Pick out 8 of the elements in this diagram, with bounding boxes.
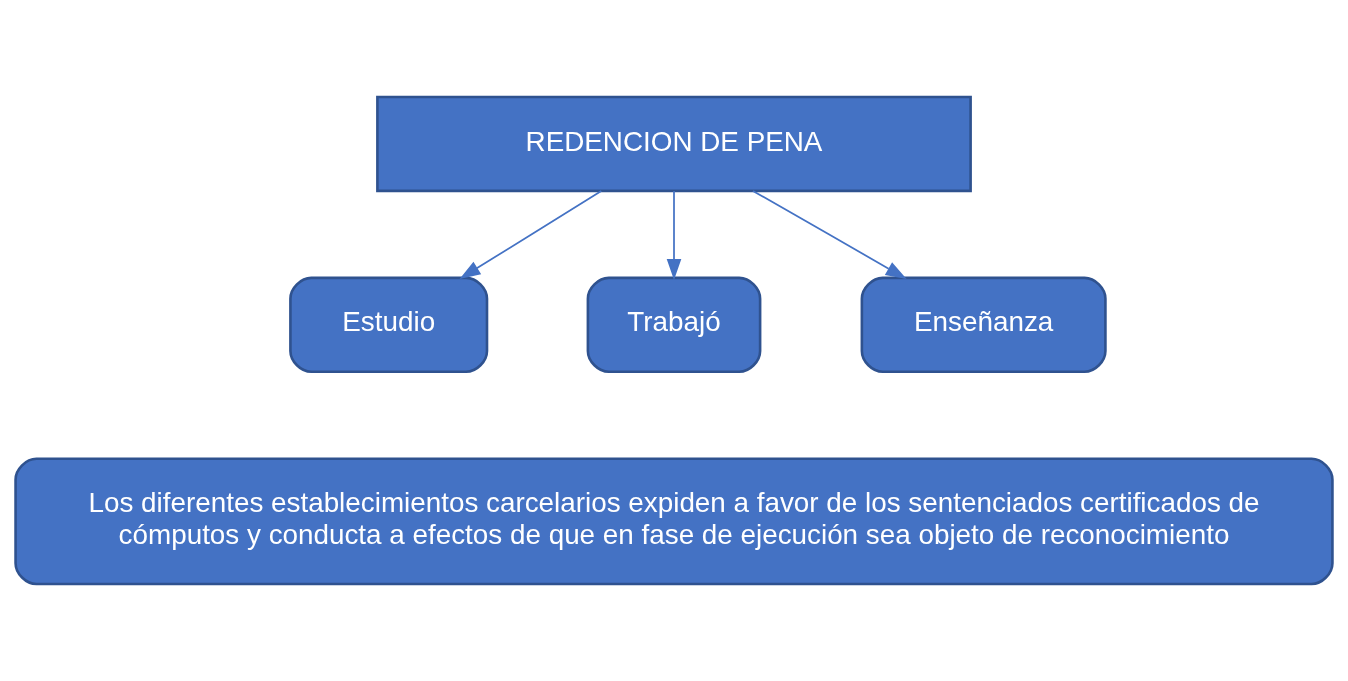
node-box: REDENCION DE PENA — [376, 95, 972, 193]
node-box: Enseñanza — [860, 276, 1107, 374]
arrow — [666, 190, 682, 280]
arrow — [459, 190, 603, 280]
node-box: Trabajó — [586, 276, 762, 374]
node-box: Estudio — [289, 276, 489, 374]
node-box: Los diferentes establecimientos carcelarios expiden a favor de los sentenciados certificados de cómputos y conducta a efectos de que en fase de ejecución sea objeto de reconocimiento — [14, 457, 1334, 586]
arrow — [752, 190, 907, 279]
